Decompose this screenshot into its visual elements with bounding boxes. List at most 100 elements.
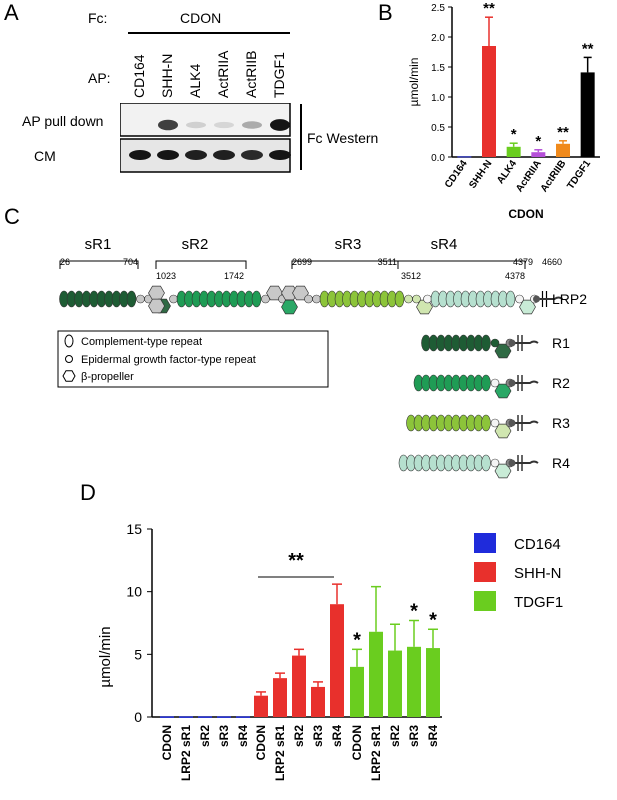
legend-hexagon-icon (62, 370, 76, 382)
bar-shh-n-sr3 (311, 686, 325, 717)
egf-repeat (490, 458, 500, 468)
fc-value: CDON (180, 10, 222, 26)
bar-tdgf1-sr2 (388, 650, 402, 717)
x-tick-label-tdgf1: TDGF1 (565, 158, 593, 192)
egf-repeat (304, 294, 313, 304)
lane-label-actriia: ActRIIA (215, 50, 231, 98)
bar-tdgf1-lrp2-sr1 (369, 631, 383, 717)
pulldown-band-tdgf1 (270, 119, 290, 131)
transmembrane-dot (508, 459, 516, 467)
complement-repeat-r1 (481, 334, 491, 352)
x-tick-label: sR2 (292, 725, 306, 747)
significance-tdgf1: * (353, 629, 361, 651)
region-bracket-sr4 (397, 260, 526, 269)
significance-actriib: ** (557, 124, 569, 141)
bar-shh-n-sr2 (292, 655, 306, 717)
legend-circle-icon (65, 355, 73, 363)
y-axis-label: µmol/min (407, 58, 421, 107)
bar-tdgf1-sr4 (426, 648, 440, 717)
complement-repeat-r1 (126, 290, 137, 308)
pulldown-blot-frame (120, 103, 291, 137)
cm-band-alk4 (185, 150, 207, 160)
significance-tdgf1: ** (582, 40, 594, 57)
x-axis-label: CDON (508, 207, 543, 221)
fc-label: Fc: (88, 10, 108, 26)
pulldown-band-actriib (242, 121, 262, 129)
construct-label-r4: R4 (552, 455, 570, 471)
y-axis-label: µmol/min (97, 626, 114, 687)
region-bracket-sr1 (59, 260, 139, 269)
chart-b: 0.00.51.01.52.02.5µmol/minCD164**SHH-N*A… (407, 0, 600, 221)
fc-bracket-line (128, 32, 290, 34)
x-tick-label: sR2 (198, 725, 212, 747)
complement-repeat-r2 (481, 374, 491, 392)
bar-alk4 (506, 146, 521, 157)
bar-tdgf1 (580, 72, 595, 157)
cytoplasmic-tail (538, 296, 564, 300)
x-tick-label: sR2 (388, 725, 402, 747)
region-label-sr1: sR1 (85, 236, 112, 253)
y-tick-label: 0.5 (431, 123, 445, 134)
legend-swatch-tdgf1 (474, 591, 496, 611)
row-cm-label: CM (34, 148, 56, 164)
bar-actriia (531, 152, 546, 157)
egf-repeat (404, 294, 413, 304)
cytoplasmic-tail (514, 340, 539, 344)
position-label: 3512 (401, 271, 421, 281)
significance-tdgf1: * (410, 600, 418, 622)
x-tick-label-alk4: ALK4 (495, 158, 519, 186)
transmembrane-dot (508, 379, 516, 387)
cm-band-shh-n (157, 150, 179, 160)
significance-shh-n: ** (483, 0, 495, 17)
transmembrane-dot (508, 339, 516, 347)
complement-repeat-r3 (481, 414, 491, 432)
egf-repeat (261, 294, 270, 304)
position-label: 26 (60, 257, 70, 267)
bar-shh-n-cdon (254, 695, 268, 717)
x-tick-label: sR3 (311, 725, 325, 747)
panel-a-letter: A (4, 0, 19, 25)
x-tick-label: CDON (254, 725, 268, 760)
position-label: 4379 (513, 257, 533, 267)
panel-d-letter: D (80, 480, 96, 505)
position-label: 4660 (542, 257, 562, 267)
bar-cd164-lrp2-sr1 (179, 716, 193, 718)
x-tick-label: LRP2 sR1 (179, 725, 193, 781)
position-label: 2699 (292, 257, 312, 267)
row-pulldown-label: AP pull down (22, 113, 104, 129)
western-blot (120, 103, 291, 173)
significance-alk4: * (511, 126, 517, 143)
x-tick-label: LRP2 sR1 (273, 725, 287, 781)
y-tick-label: 10 (126, 584, 142, 600)
bar-cd164-sr3 (217, 716, 231, 718)
legend-swatch-shh-n (474, 562, 496, 582)
lane-label-cd164: CD164 (131, 54, 147, 98)
pulldown-band-actriia (214, 121, 234, 129)
y-tick-label: 2.0 (431, 33, 445, 44)
position-label: 704 (123, 257, 138, 267)
y-tick-label: 0.0 (431, 153, 445, 164)
legend-label-shh-n: SHH-N (514, 565, 562, 582)
bar-cd164 (457, 156, 472, 158)
x-tick-label: LRP2 sR1 (369, 725, 383, 781)
x-tick-label: sR4 (330, 725, 344, 747)
legend-oval-icon (64, 334, 74, 348)
egf-repeat (312, 294, 321, 304)
construct-label-r2: R2 (552, 375, 570, 391)
bar-tdgf1-sr3 (407, 646, 421, 717)
region-label-sr3: sR3 (335, 236, 362, 253)
complement-repeat-r3 (394, 290, 405, 308)
legend-swatch-cd164 (474, 533, 496, 553)
x-tick-label: sR4 (236, 725, 250, 747)
lane-label-tdgf1: TDGF1 (271, 52, 287, 98)
bar-cd164-sr2 (198, 716, 212, 718)
y-tick-label: 0 (134, 709, 142, 725)
cytoplasmic-tail (514, 380, 539, 384)
pulldown-band-shh-n (158, 119, 178, 131)
bar-actriib (556, 143, 570, 157)
egf-repeat (490, 378, 500, 388)
x-tick-label: sR3 (217, 725, 231, 747)
construct-label-r3: R3 (552, 415, 570, 431)
transmembrane-dot (533, 295, 540, 303)
